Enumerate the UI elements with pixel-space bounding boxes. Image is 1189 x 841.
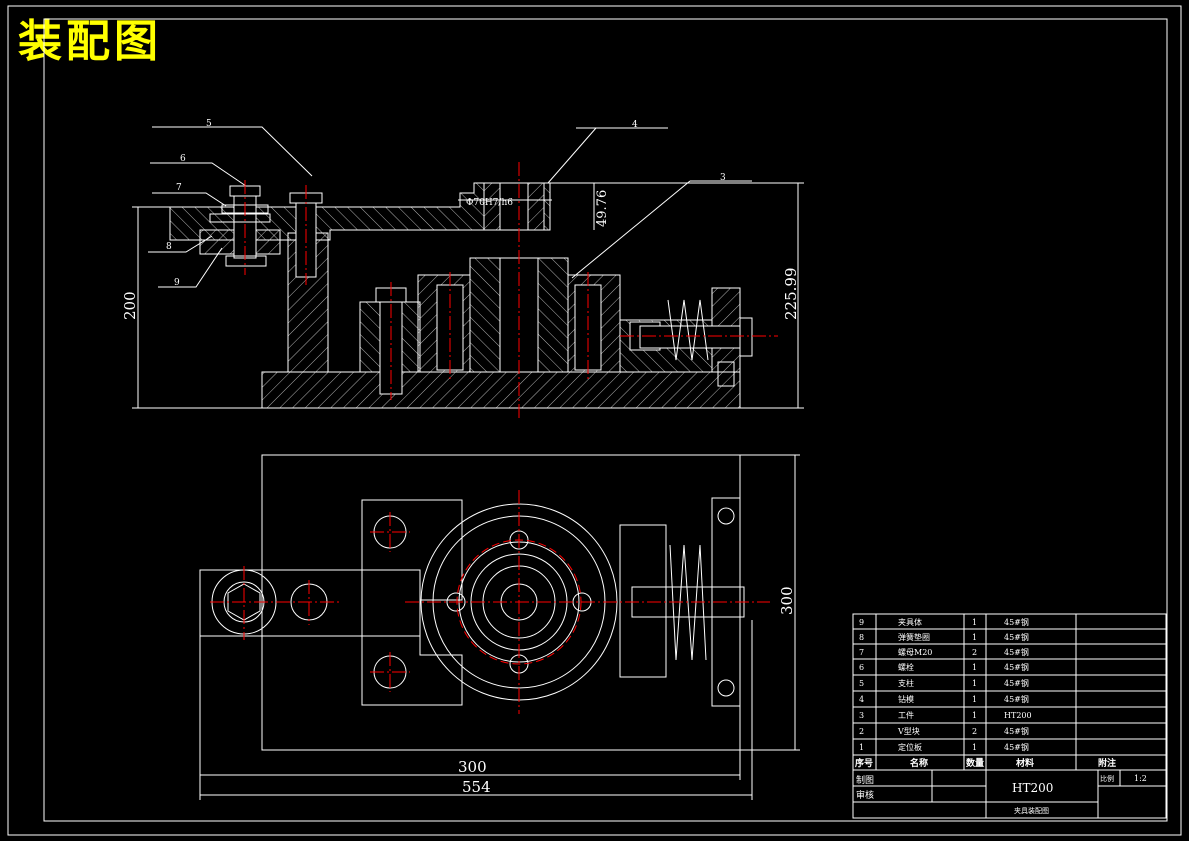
checked-label: 审核	[856, 789, 874, 801]
fit-label: Φ70H7/h6	[466, 198, 513, 208]
front-centerlines	[244, 162, 778, 420]
header-note: 附注	[1098, 757, 1116, 769]
bom-cell-name: 定位板	[898, 742, 922, 752]
bom-cell-no: 3	[859, 711, 864, 720]
dim-boss-49: 49.76	[595, 190, 610, 227]
bom-cell-no: 2	[859, 727, 864, 736]
title-block: 制图 审核 HT200 比例 1:2 夹具装配图	[856, 774, 1147, 815]
balloon-3: 3	[720, 173, 726, 183]
drawing-name: 夹具装配图	[1014, 806, 1049, 815]
dim-depth-300: 300	[778, 586, 796, 615]
bom-cell-name: 螺栓	[898, 662, 914, 672]
balloon-7: 7	[176, 183, 182, 193]
bom-cell-material: 45#钢	[1004, 726, 1029, 736]
balloon-6: 6	[180, 154, 186, 164]
bom-cell-qty: 1	[972, 711, 977, 720]
scale-value: 1:2	[1134, 774, 1147, 783]
outer-border	[7, 5, 1182, 836]
dim-width-300: 300	[458, 758, 487, 776]
drawn-label: 制图	[856, 774, 874, 786]
bom-table	[852, 613, 1167, 819]
header-no: 序号	[855, 757, 873, 769]
header-qty: 数量	[966, 757, 984, 769]
balloon-8: 8	[166, 242, 172, 252]
bom-cell-no: 5	[859, 679, 864, 688]
bom-cell-name: 支柱	[898, 678, 914, 688]
scale-label: 比例	[1100, 774, 1114, 783]
dim-width-554: 554	[462, 778, 491, 796]
bom-cell-qty: 1	[972, 679, 977, 688]
bom-cell-material: HT200	[1004, 711, 1032, 720]
top-view	[199, 454, 800, 800]
bom-cell-material: 45#钢	[1004, 694, 1029, 704]
top-centerlines	[210, 490, 770, 714]
top-clamp-arm	[199, 569, 421, 637]
drawing-title: 装配图	[18, 16, 162, 67]
bom-cell-qty: 1	[972, 743, 977, 752]
top-support-plate	[361, 499, 463, 706]
bom-cell-qty: 1	[972, 633, 977, 642]
base-plate	[261, 371, 741, 409]
front-view	[132, 126, 804, 409]
title-material: HT200	[1012, 781, 1053, 795]
bom-cell-no: 4	[859, 695, 864, 704]
bom-cell-no: 7	[859, 648, 864, 657]
bom-cell-no: 1	[859, 743, 864, 752]
front-labels: 5 4 6 7 3 8 9 Φ70H7/h6	[166, 119, 726, 288]
bom-cell-material: 45#钢	[1004, 647, 1029, 657]
bom-cell-qty: 1	[972, 663, 977, 672]
bom-header: 序号 名称 数量 材料 附注	[855, 757, 1116, 769]
bom-cell-name: 钻模	[898, 694, 914, 704]
bom-cell-material: 45#钢	[1004, 678, 1029, 688]
dim-height-225: 225.99	[782, 268, 800, 321]
header-name: 名称	[910, 757, 928, 769]
bom-cell-name: 工件	[898, 710, 914, 720]
bom-cell-qty: 2	[972, 727, 977, 736]
bom-cell-no: 9	[859, 618, 864, 627]
bom-cell-name: 弹簧垫圈	[898, 632, 930, 642]
bom-cell-no: 6	[859, 663, 864, 672]
bom-cell-name: 螺母M20	[898, 647, 932, 657]
bom-cell-name: 夹具体	[898, 617, 922, 627]
header-material: 材料	[1015, 757, 1034, 769]
balloon-9: 9	[174, 278, 180, 288]
bom-cell-name: V型块	[897, 726, 920, 736]
balloon-4: 4	[632, 120, 638, 130]
bom-cell-qty: 2	[972, 648, 977, 657]
top-right-slide	[619, 524, 667, 678]
dim-height-200: 200	[121, 291, 139, 320]
bom-cell-material: 45#钢	[1004, 617, 1029, 627]
balloon-5: 5	[206, 119, 212, 129]
bom-rows: 9 夹具体 1 45#钢 8 弹簧垫圈 1 45#钢 7 螺母M20 2 45#钢 6 螺栓 1 45#钢 5 支…	[859, 617, 1032, 752]
bom-cell-qty: 1	[972, 618, 977, 627]
spring	[667, 299, 709, 361]
bom-cell-material: 45#钢	[1004, 742, 1029, 752]
bom-cell-material: 45#钢	[1004, 662, 1029, 672]
bom-cell-no: 8	[859, 633, 864, 642]
bom-cell-material: 45#钢	[1004, 632, 1029, 642]
bom-cell-qty: 1	[972, 695, 977, 704]
inner-border	[43, 18, 1168, 822]
